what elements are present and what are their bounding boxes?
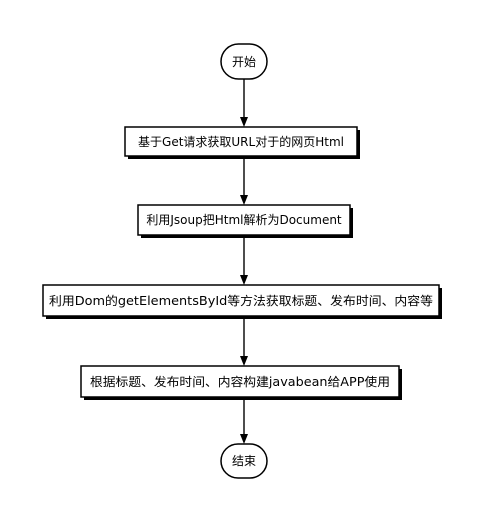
process-step-4-label: 根据标题、发布时间、内容构建javabean给APP使用 — [90, 374, 390, 389]
end-node-shape — [220, 443, 268, 479]
process-step-4: 根据标题、发布时间、内容构建javabean给APP使用 — [80, 365, 402, 400]
process-step-2-box — [137, 204, 351, 236]
connectors — [240, 79, 248, 444]
arrowhead-step2 — [240, 195, 248, 205]
process-step-3: 利用Dom的getElementsById等方法获取标题、发布时间、内容等 — [42, 284, 442, 319]
arrowhead-step4 — [240, 356, 248, 366]
process-step-1: 基于Get请求获取URL对于的网页Html — [124, 126, 360, 159]
process-step-2: 利用Jsoup把Html解析为Document — [137, 204, 353, 238]
arrowhead-step1 — [240, 117, 248, 127]
end-node-label: 结束 — [232, 454, 256, 468]
process-step-3-box — [42, 284, 440, 317]
start-node-shape — [220, 43, 268, 80]
process-step-1-box — [124, 126, 358, 157]
process-step-1-label: 基于Get请求获取URL对于的网页Html — [138, 134, 344, 149]
start-node: 开始 — [220, 43, 268, 80]
process-step-4-box — [80, 365, 400, 398]
arrowhead-step3 — [240, 275, 248, 285]
arrowhead-end — [240, 434, 248, 444]
process-step-3-label: 利用Dom的getElementsById等方法获取标题、发布时间、内容等 — [49, 293, 433, 308]
start-node-label: 开始 — [232, 55, 256, 69]
process-step-2-label: 利用Jsoup把Html解析为Document — [146, 213, 342, 227]
end-node: 结束 — [220, 443, 268, 479]
